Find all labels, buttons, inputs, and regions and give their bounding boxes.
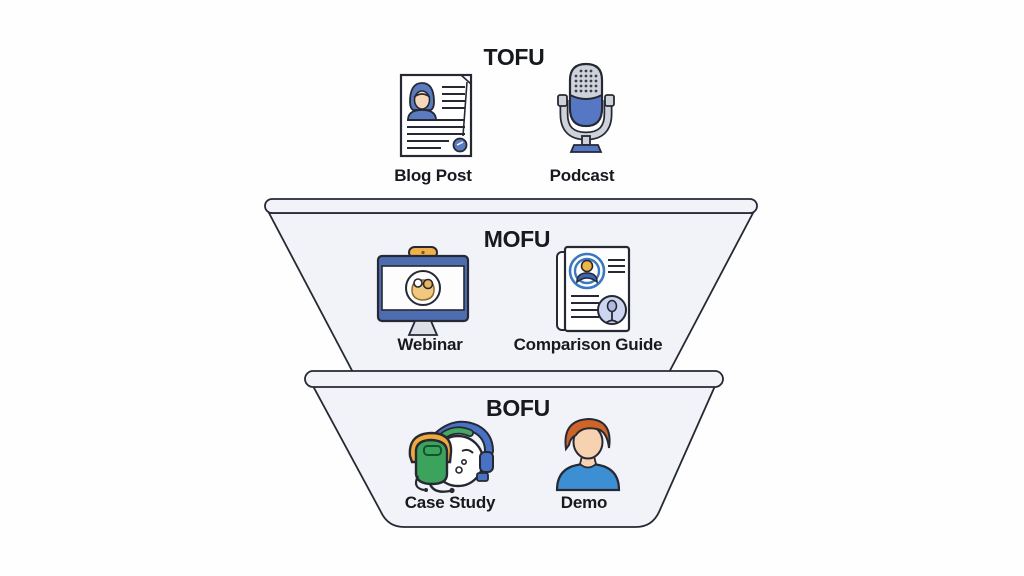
- webinar-item: [375, 246, 471, 342]
- demo-person-icon: [555, 417, 621, 492]
- mofu-funnel-rim: [264, 198, 758, 214]
- webinar-monitor-icon: [376, 246, 470, 336]
- podcast-microphone-icon: [557, 62, 615, 153]
- item-label-webinar: Webinar: [397, 335, 463, 354]
- bofu-funnel-body: [311, 385, 717, 528]
- item-label-comparison-guide: Comparison Guide: [513, 335, 663, 354]
- stage-label-mofu: MOFU: [483, 226, 551, 252]
- item-label-podcast: Podcast: [549, 166, 615, 185]
- podcast-item: [554, 62, 618, 162]
- demo-item: [549, 412, 625, 492]
- item-label-blog-post: Blog Post: [394, 166, 472, 185]
- stage-label-bofu: BOFU: [486, 395, 550, 421]
- case-study-item: [404, 418, 496, 496]
- item-label-demo: Demo: [560, 493, 608, 512]
- stage-label-tofu: TOFU: [483, 44, 545, 70]
- blog-post-document-icon: [399, 73, 473, 158]
- comparison-guide-item: [551, 244, 635, 334]
- bofu-funnel-rim: [304, 370, 724, 388]
- case-study-headset-icon: [408, 420, 494, 494]
- blog-post-item: [397, 70, 477, 160]
- item-label-case-study: Case Study: [404, 493, 496, 512]
- comparison-guide-document-icon: [556, 245, 631, 333]
